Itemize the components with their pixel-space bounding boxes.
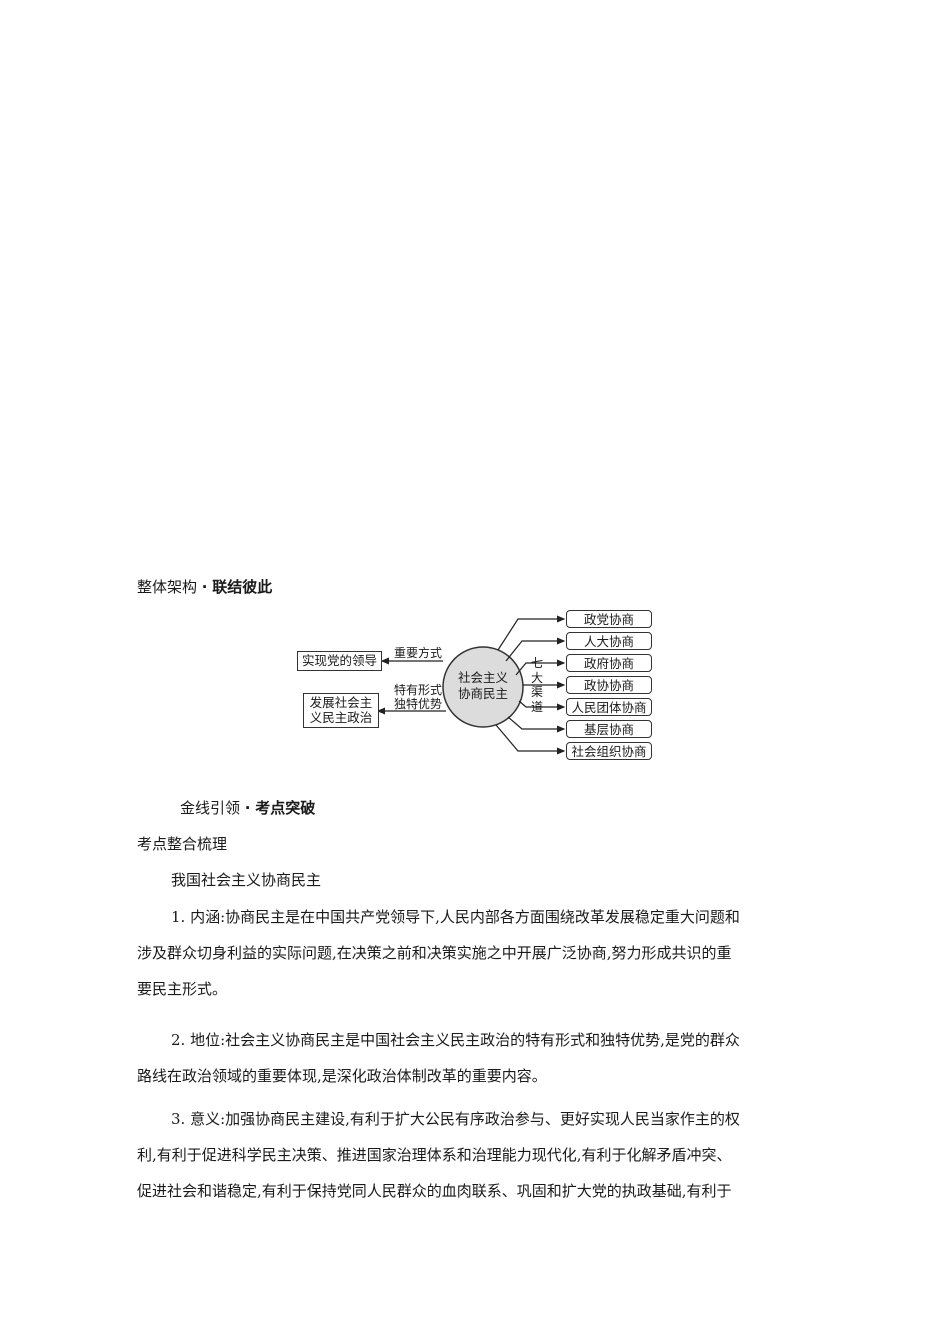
section-heading-keypoints: 金线引领 · 考点突破: [180, 798, 315, 818]
section-title: 考点突破: [255, 799, 316, 817]
channels-char: 道: [530, 699, 543, 714]
node-realize-party-leadership: 实现党的领导: [297, 651, 382, 671]
diagram-connectors: [376, 615, 566, 755]
point-line: 3. 意义:加强协商民主建设,有利于扩大公民有序政治参与、更好实现人民当家作主的…: [171, 1110, 740, 1128]
center-node-label: 社会主义 协商民主: [445, 670, 521, 702]
point-line: 1. 内涵:协商民主是在中国共产党领导下,人民内部各方面围绕改革发展稳定重大问题…: [171, 908, 740, 926]
center-label-line1: 社会主义: [457, 670, 508, 685]
edge-label-important-way: 重要方式: [393, 646, 442, 660]
node-social-organizations-consultation: 社会组织协商: [566, 742, 652, 760]
point-3-significance: 3. 意义:加强协商民主建设,有利于扩大公民有序政治参与、更好实现人民当家作主的…: [137, 1101, 810, 1209]
seven-channels-label: 七 大 渠 道: [530, 656, 544, 714]
edge-label-line1: 特有形式: [393, 683, 442, 697]
node-develop-socialist-democracy: 发展社会主 义民主政治: [303, 693, 379, 728]
node-npc-consultation: 人大协商: [566, 632, 652, 650]
section-prefix: 整体架构: [137, 578, 198, 596]
point-line: 利,有利于促进科学民主决策、推进国家治理体系和治理能力现代化,有利于化解矛盾冲突…: [137, 1146, 732, 1164]
node-people-organizations-consultation: 人民团体协商: [566, 698, 652, 716]
channels-char: 渠: [530, 685, 543, 699]
point-line: 要民主形式。: [137, 980, 228, 998]
point-line: 促进社会和谐稳定,有利于保持党同人民群众的血肉联系、巩固和扩大党的执政基础,有利…: [137, 1182, 732, 1200]
node-cppcc-consultation: 政协协商: [566, 676, 652, 694]
node-label-line2: 义民主政治: [309, 710, 373, 725]
point-2-status: 2. 地位:社会主义协商民主是中国社会主义民主政治的特有形式和独特优势,是党的群…: [137, 1022, 810, 1094]
node-grassroots-consultation: 基层协商: [566, 720, 652, 738]
node-label-line1: 发展社会主: [309, 695, 373, 710]
edge-label-unique-form: 特有形式 独特优势: [391, 683, 445, 711]
section-bullet: ·: [201, 578, 208, 596]
topic-title: 我国社会主义协商民主: [171, 871, 322, 889]
concept-diagram: 实现党的领导 重要方式 发展社会主 义民主政治 特有形式 独特优势 社会主义 协…: [290, 605, 670, 765]
center-label-line2: 协商民主: [457, 686, 508, 701]
section-heading-overview: 整体架构 · 联结彼此: [137, 577, 272, 597]
node-party-consultation: 政党协商: [566, 610, 652, 628]
node-government-consultation: 政府协商: [566, 654, 652, 672]
node-label: 实现党的领导: [301, 653, 377, 668]
channels-char: 大: [530, 670, 543, 685]
edge-label-line2: 独特优势: [393, 697, 442, 711]
point-line: 路线在政治领域的重要体现,是深化政治体制改革的重要内容。: [137, 1067, 547, 1085]
subsection-title: 考点整合梳理: [137, 835, 228, 853]
section-title: 联结彼此: [212, 578, 273, 596]
section-prefix: 金线引领: [180, 799, 241, 817]
channels-char: 七: [530, 656, 543, 670]
section-bullet: ·: [244, 799, 251, 817]
point-line: 2. 地位:社会主义协商民主是中国社会主义民主政治的特有形式和独特优势,是党的群…: [171, 1031, 740, 1049]
point-1-connotation: 1. 内涵:协商民主是在中国共产党领导下,人民内部各方面围绕改革发展稳定重大问题…: [137, 899, 810, 1007]
point-line: 涉及群众切身利益的实际问题,在决策之前和决策实施之中开展广泛协商,努力形成共识的…: [137, 944, 732, 962]
center-circle: [442, 646, 524, 728]
